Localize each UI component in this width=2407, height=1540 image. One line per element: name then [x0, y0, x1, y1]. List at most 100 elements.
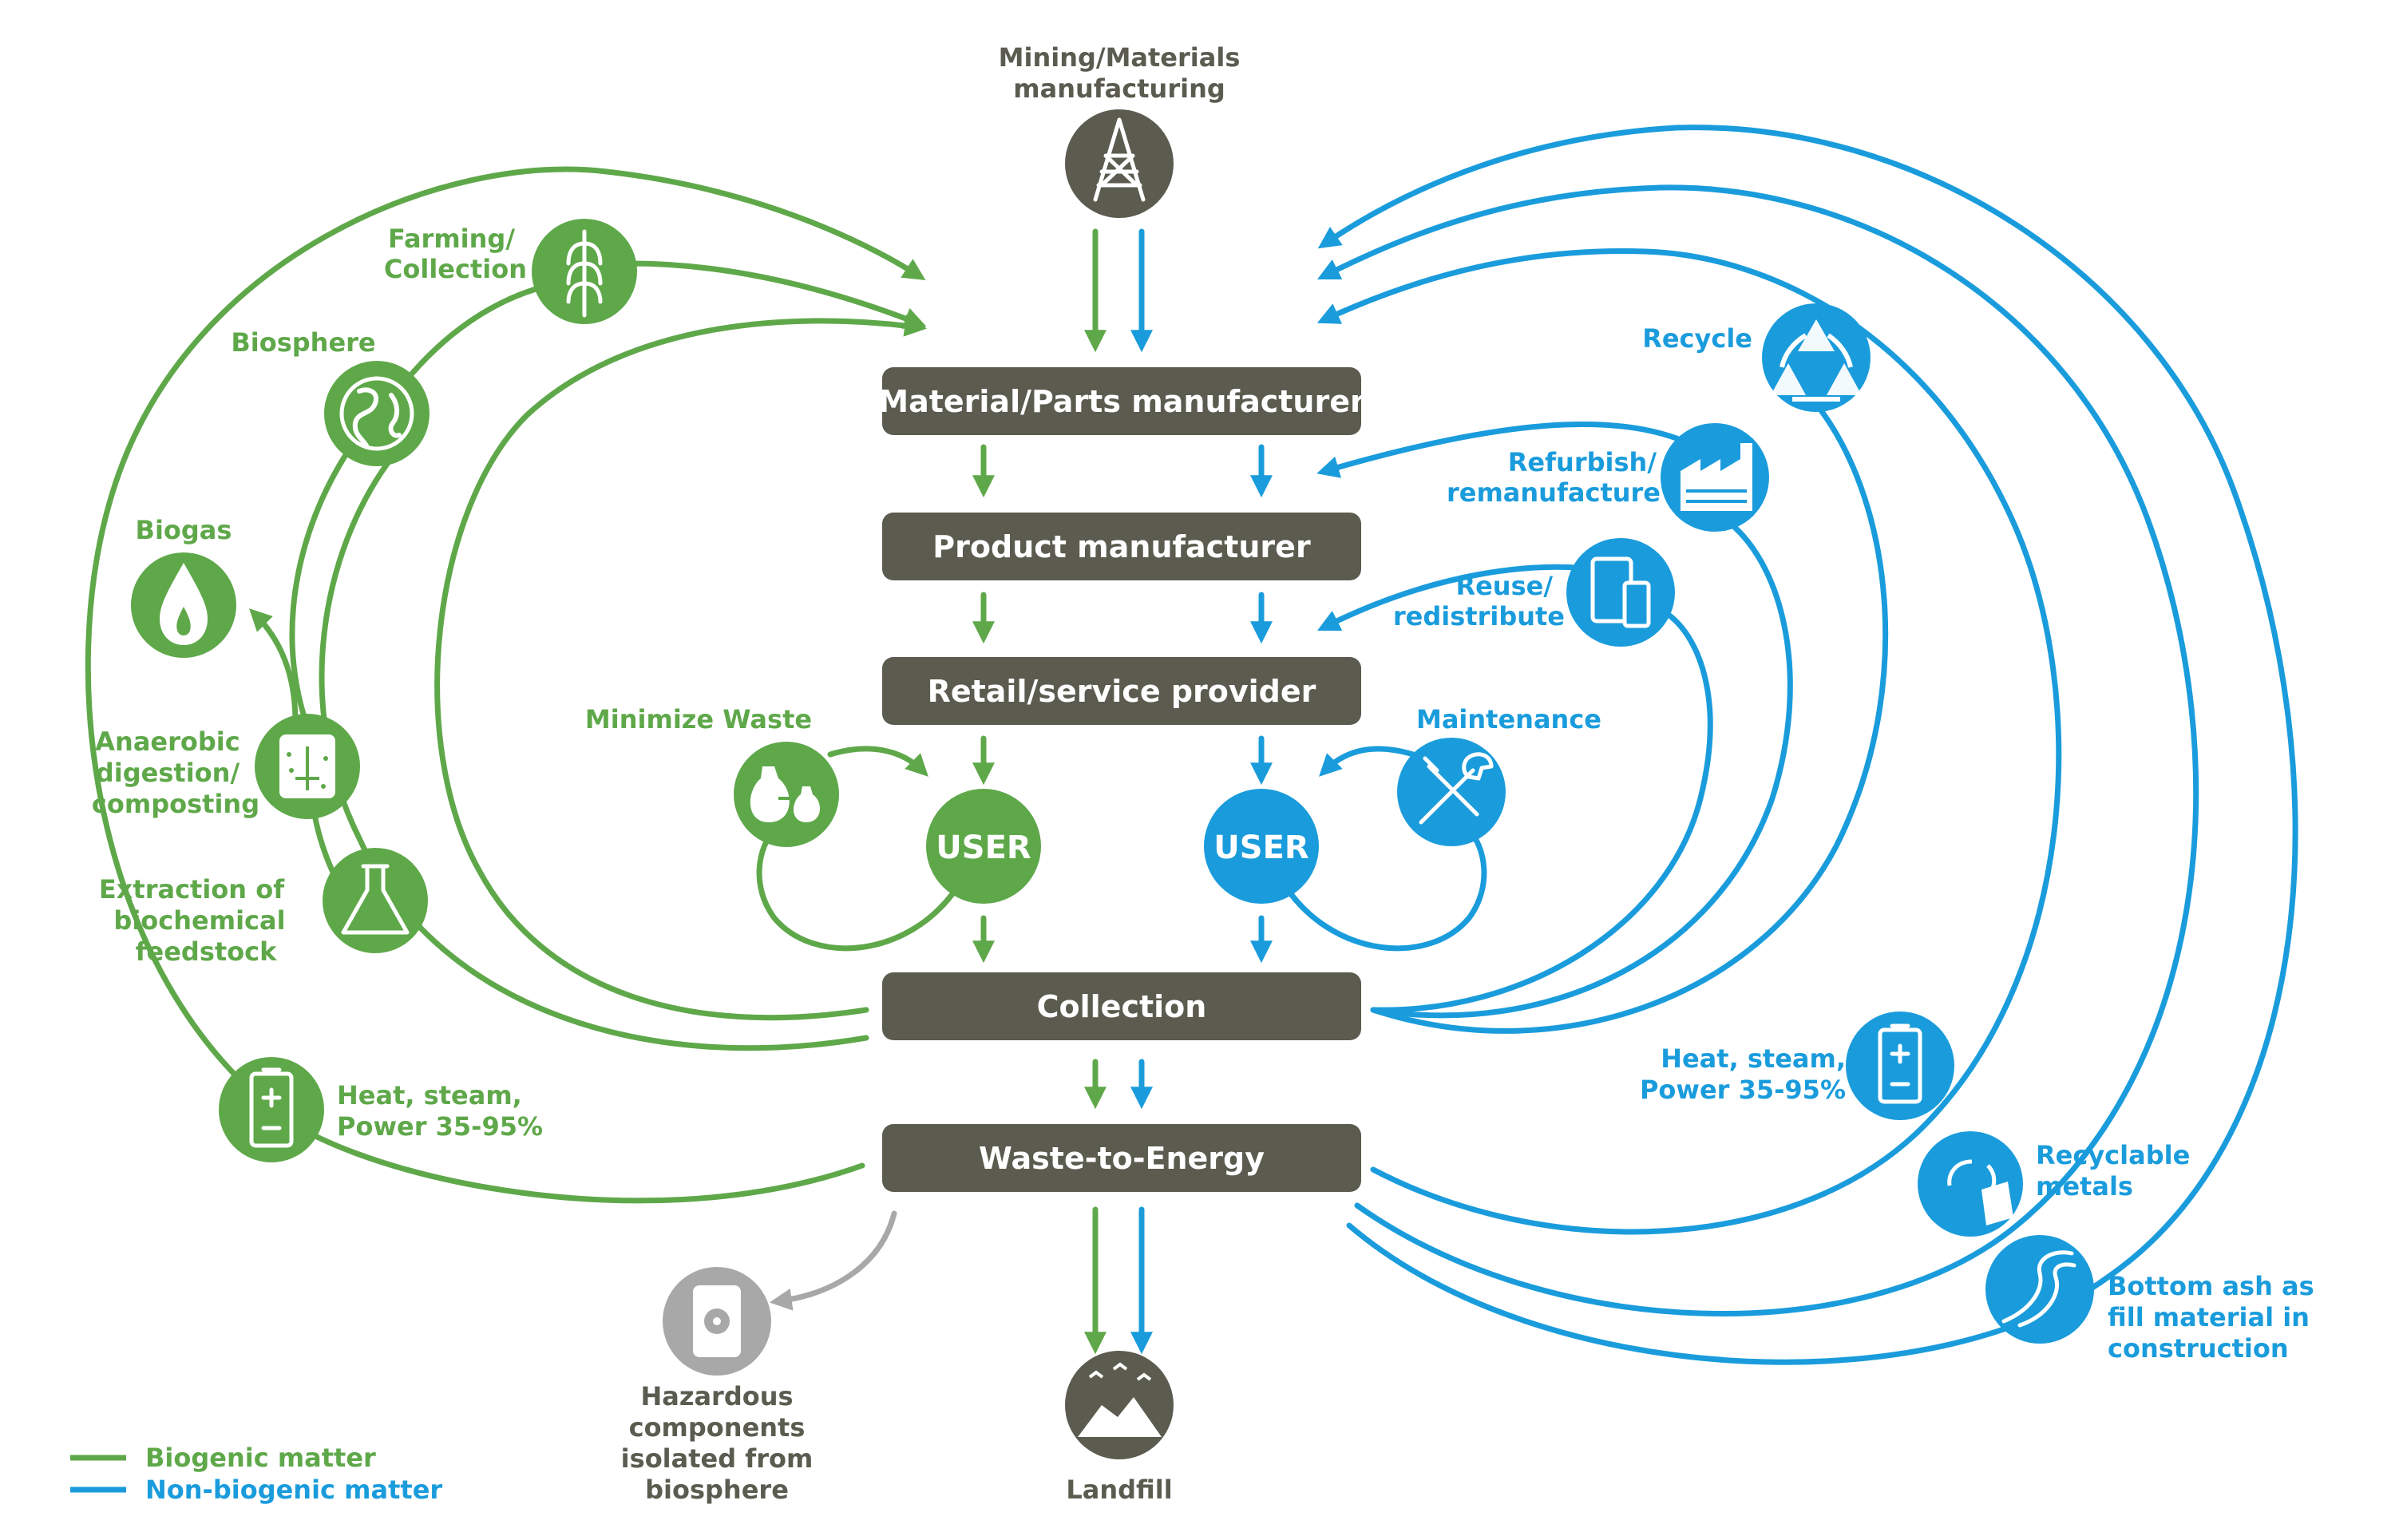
- ash-label-3: construction: [2108, 1333, 2289, 1364]
- extraction-label-2: biochemical: [113, 905, 285, 936]
- farming-label-1: Farming/: [388, 224, 515, 254]
- green-loop-outer: [85, 166, 926, 1204]
- biosphere-circle: [324, 361, 430, 466]
- maintenance-loop: [1282, 746, 1487, 952]
- minimize-label: Minimize Waste: [585, 704, 812, 734]
- stage-retail: Retail/service provider: [882, 657, 1361, 725]
- node-extraction: Extraction of biochemical feedstock: [99, 848, 428, 967]
- stage-box-material-parts: [882, 367, 1361, 435]
- user-green: USER: [926, 789, 1041, 904]
- digester-icon: [279, 734, 335, 798]
- anaerobic-label-2: digestion/: [96, 758, 240, 788]
- biogas-label: Biogas: [136, 515, 232, 545]
- legend: Biogenic matter Non-biogenic matter: [70, 1443, 442, 1505]
- legend-biogenic-label: Biogenic matter: [145, 1443, 376, 1473]
- green-loop-inner: [434, 314, 928, 1021]
- refurbish-label-1: Refurbish/: [1508, 447, 1657, 477]
- refurbish-label-2: remanufacture: [1447, 477, 1661, 508]
- node-recycle: Recycle: [1642, 303, 1871, 412]
- landfill-icon: [1078, 1362, 1162, 1437]
- hazardous-label-4: biosphere: [645, 1475, 789, 1505]
- green-heat-label-1: Heat, steam,: [337, 1080, 522, 1110]
- sacks-icon: [750, 766, 821, 822]
- blue-loop-heat: [1316, 248, 2062, 1235]
- farming-label-2: Collection: [384, 254, 527, 284]
- extraction-label-3: feedstock: [136, 936, 278, 967]
- stage-box-wte: [882, 1124, 1361, 1192]
- hazardous-label-1: Hazardous: [640, 1381, 793, 1411]
- wrench-screwdriver-icon: [1419, 752, 1494, 825]
- extraction-circle: [323, 848, 428, 953]
- recycle-can-icon: [1947, 1159, 2013, 1225]
- blue-heat-label-1: Heat, steam,: [1661, 1043, 1846, 1074]
- stage-label-material-parts: Material/Parts manufacturer: [878, 384, 1365, 419]
- biosphere-label: Biosphere: [231, 327, 375, 358]
- blue-loop-recycle: [1370, 396, 1889, 1034]
- stage-material-parts: Material/Parts manufacturer: [878, 367, 1365, 435]
- stage-product: Product manufacturer: [882, 513, 1361, 580]
- blue-heat-circle: [1846, 1011, 1954, 1120]
- node-minimize: Minimize Waste: [585, 704, 839, 847]
- node-maintenance: Maintenance: [1397, 704, 1601, 846]
- user-circle-green: [926, 789, 1041, 904]
- node-green-heat: Heat, steam, Power 35-95%: [219, 1057, 543, 1162]
- ash-label-2: fill material in: [2108, 1302, 2310, 1332]
- node-reuse: Reuse/ redistribute: [1393, 538, 1675, 647]
- node-anaerobic: Anaerobic digestion/ composting: [92, 714, 360, 819]
- battery-icon: [249, 1067, 294, 1148]
- legend-nonbiogenic-label: Non-biogenic matter: [145, 1475, 442, 1505]
- stage-label-product: Product manufacturer: [932, 529, 1311, 564]
- node-landfill: Landfill: [1065, 1351, 1174, 1505]
- stage-label-wte: Waste-to-Energy: [979, 1141, 1265, 1176]
- extraction-label-1: Extraction of: [99, 874, 285, 905]
- reuse-circle: [1566, 538, 1675, 647]
- node-ash: Bottom ash as fill material in construct…: [1985, 1235, 2314, 1364]
- oil-derrick-icon: [1093, 117, 1146, 202]
- node-biosphere: Biosphere: [231, 327, 430, 466]
- stage-label-retail: Retail/service provider: [928, 674, 1316, 709]
- green-loop-anaerobic-to-farming: [289, 432, 362, 730]
- stage-box-retail: [882, 657, 1361, 725]
- ash-label-1: Bottom ash as: [2108, 1271, 2314, 1301]
- devices-icon: [1590, 556, 1651, 628]
- node-blue-heat: Heat, steam, Power 35-95%: [1640, 1011, 1954, 1120]
- green-loops: [85, 166, 928, 1204]
- mining-label-1: Mining/Materials: [999, 42, 1241, 73]
- node-refurbish: Refurbish/ remanufacture: [1447, 423, 1769, 532]
- landfill-label: Landfill: [1066, 1475, 1172, 1505]
- green-heat-circle: [219, 1057, 324, 1162]
- blue-loop-metals: [1316, 184, 2199, 1316]
- factory-icon: [1681, 443, 1752, 511]
- stage-box-product: [882, 513, 1361, 580]
- hazardous-label-2: components: [629, 1412, 806, 1443]
- landfill-circle: [1065, 1351, 1174, 1459]
- flask-icon: [341, 864, 410, 935]
- radioactive-barrel-icon: [693, 1285, 741, 1357]
- user-loops: [756, 746, 1487, 952]
- green-loop-anaerobic-to-biogas: [249, 608, 299, 726]
- mining-label-2: manufacturing: [1013, 73, 1225, 104]
- anaerobic-label-3: composting: [92, 789, 259, 819]
- user-label-green: USER: [936, 829, 1031, 866]
- node-mining: Mining/Materials manufacturing: [999, 42, 1241, 218]
- metals-label-1: Recyclable: [2036, 1140, 2190, 1170]
- reuse-label-2: redistribute: [1393, 601, 1565, 631]
- green-heat-label-2: Power 35-95%: [337, 1111, 543, 1142]
- wheat-icon: [566, 229, 603, 318]
- node-biogas: Biogas: [131, 515, 236, 658]
- reuse-label-1: Reuse/: [1455, 571, 1553, 601]
- recycle-label: Recycle: [1642, 323, 1752, 354]
- anaerobic-label-1: Anaerobic: [95, 726, 240, 757]
- maintenance-label: Maintenance: [1416, 704, 1601, 734]
- road-icon: [2001, 1250, 2076, 1328]
- flame-drop-icon: [160, 563, 208, 645]
- recycle-icon: [1771, 319, 1862, 402]
- green-loop-farming-1: [627, 260, 927, 329]
- user-circle-blue: [1204, 789, 1319, 904]
- node-hazardous: Hazardous components isolated from biosp…: [621, 1267, 813, 1505]
- blue-loop-ash: [1317, 125, 2298, 1365]
- stage-wte: Waste-to-Energy: [882, 1124, 1361, 1192]
- user-blue: USER: [1204, 789, 1319, 904]
- node-farming: Farming/ Collection: [384, 219, 637, 324]
